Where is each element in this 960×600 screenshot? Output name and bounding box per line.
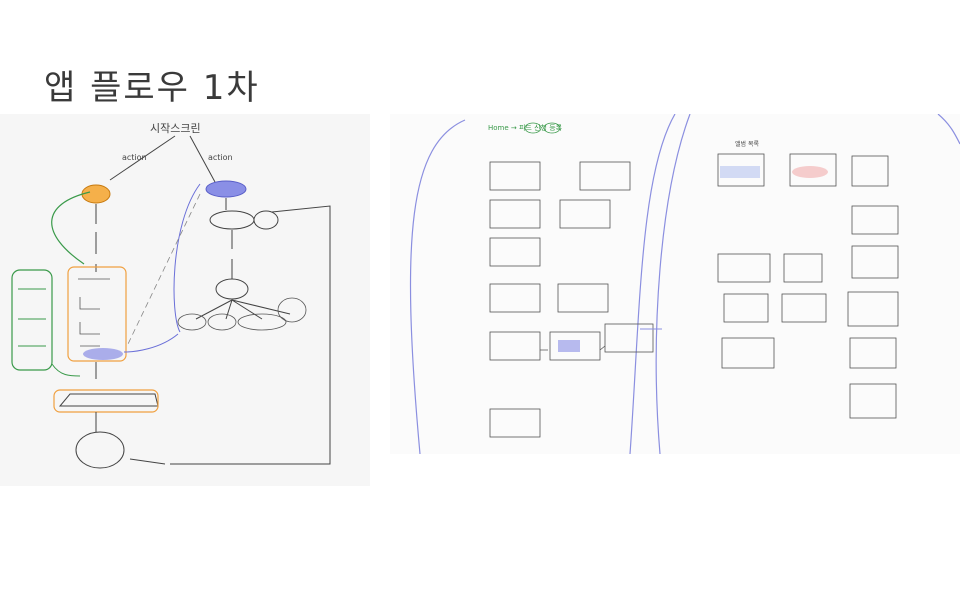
wireframe-screens-right — [717, 153, 899, 419]
left-border-curve — [409, 119, 466, 455]
start-screen-label: 시작스크린 — [150, 122, 201, 135]
blue-node — [205, 180, 247, 198]
section-title: 앨범 목록 — [735, 140, 759, 148]
page-title: 앱 플로우 1차 — [44, 68, 260, 108]
green-box — [11, 269, 53, 371]
branch-right-label: action — [208, 153, 233, 162]
flow-sketch-left: 시작스크린 action action — [0, 114, 370, 486]
blue-highlight — [83, 348, 123, 360]
branch-left-label: action — [122, 153, 147, 162]
wireframe-screens-left — [489, 161, 654, 438]
orange-box — [67, 266, 127, 362]
orange-bar — [53, 389, 159, 413]
end-circle — [75, 431, 125, 469]
flow-sketch-right: Home → 피드 신청 등록 앨범 목록 — [390, 113, 960, 455]
orange-node — [81, 184, 111, 204]
divider-curve — [629, 113, 676, 455]
